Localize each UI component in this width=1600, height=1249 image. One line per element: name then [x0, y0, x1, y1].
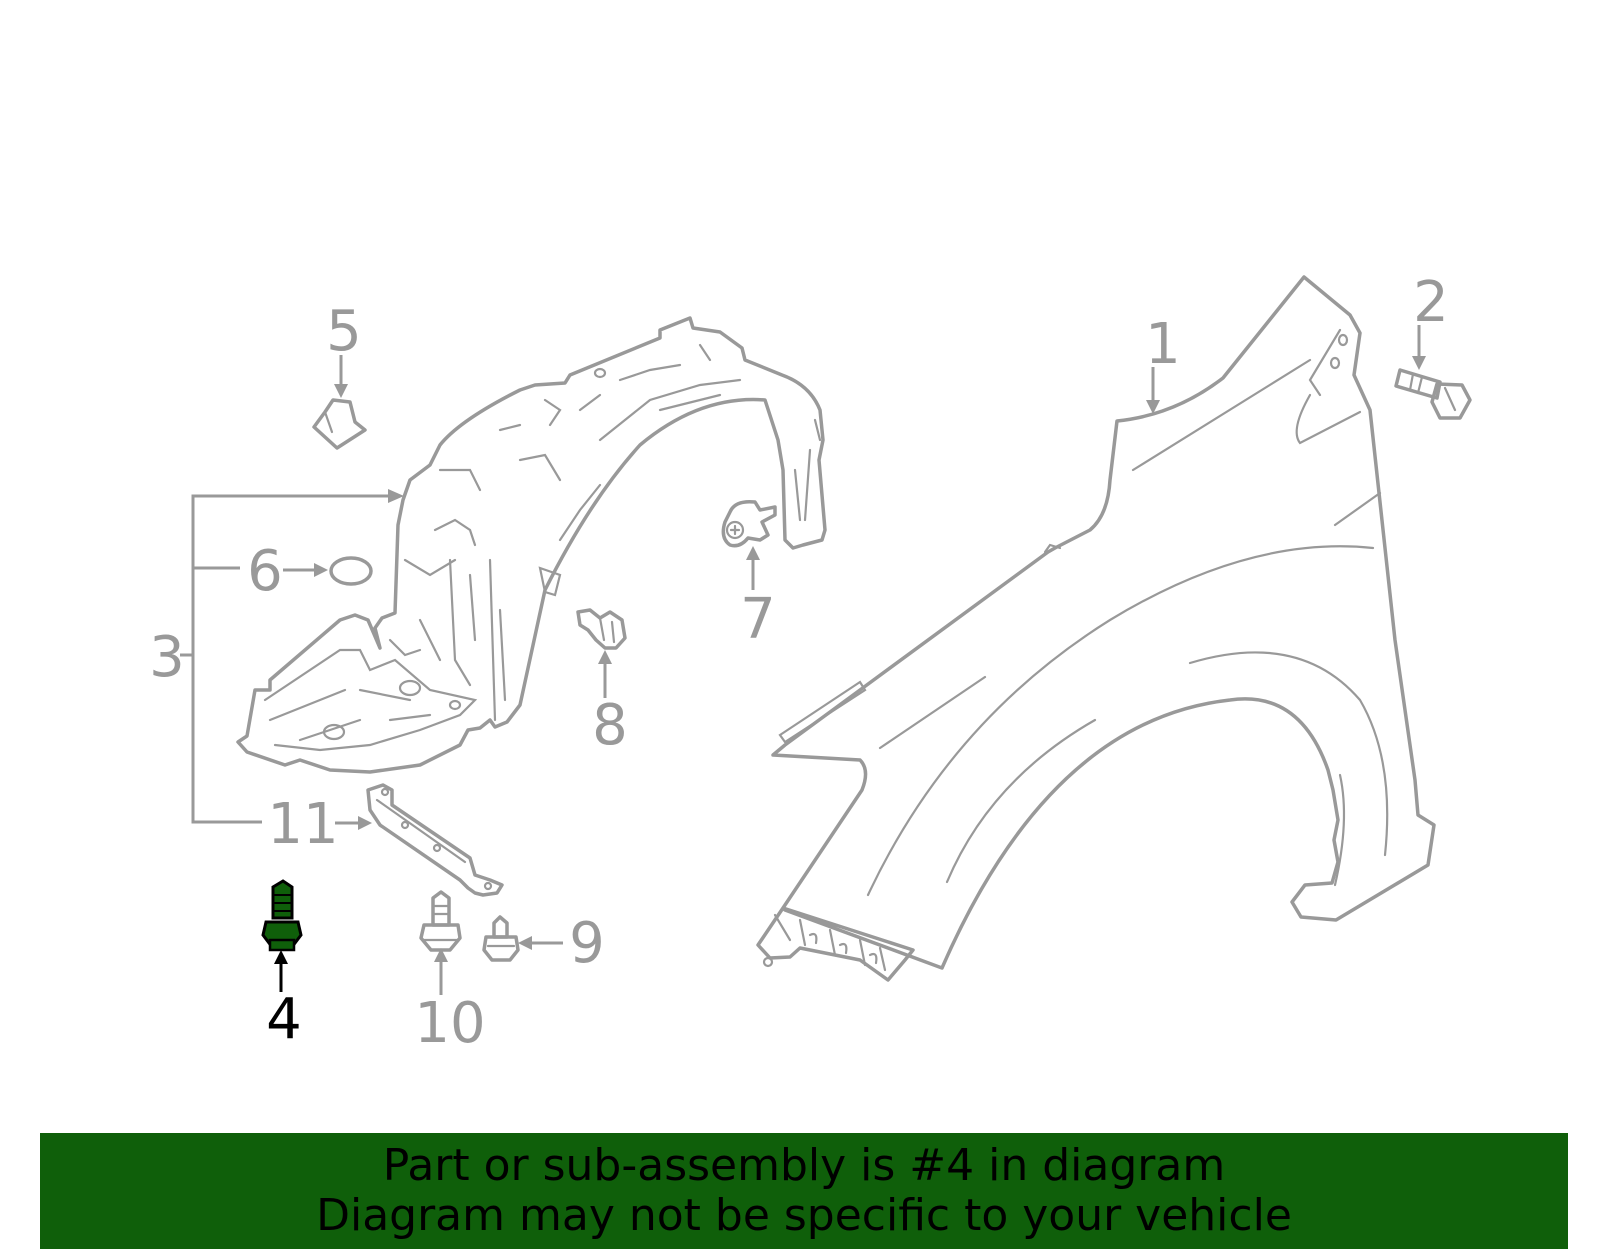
clip-part-5[interactable] [312, 398, 367, 450]
bolt-part-2[interactable] [1394, 368, 1472, 420]
callout-9: 9 [569, 911, 605, 976]
callout-4: 4 [266, 987, 302, 1052]
grommet-part-6[interactable] [329, 556, 373, 586]
callout-6: 6 [247, 539, 283, 604]
leader-9 [518, 936, 563, 950]
callout-3: 3 [149, 625, 185, 690]
leader-4 [274, 950, 288, 992]
leader-11 [335, 816, 372, 830]
leader-8 [598, 650, 612, 698]
fender-liner-part-3[interactable] [236, 316, 827, 774]
bolt-part-10[interactable] [419, 890, 462, 952]
leader-10 [434, 948, 448, 995]
clip-part-7[interactable] [721, 499, 777, 548]
nut-part-8[interactable] [576, 608, 627, 650]
bracket-part-11[interactable] [366, 783, 504, 897]
bolt-part-9[interactable] [482, 915, 520, 962]
banner-line-2: Diagram may not be specific to your vehi… [316, 1190, 1292, 1241]
callout-2: 2 [1413, 270, 1449, 335]
callout-1: 1 [1145, 312, 1181, 377]
screw-part-4-highlighted[interactable] [261, 879, 303, 952]
leader-7 [746, 546, 760, 590]
callout-7: 7 [740, 587, 776, 652]
leader-5 [334, 355, 348, 398]
callout-11: 11 [267, 792, 338, 857]
callout-8: 8 [592, 693, 628, 758]
banner-line-1: Part or sub-assembly is #4 in diagram [382, 1140, 1226, 1191]
leader-2 [1412, 325, 1426, 370]
info-banner: Part or sub-assembly is #4 in diagram Di… [40, 1133, 1568, 1249]
leader-6 [283, 563, 328, 577]
bracket-leader-3 [180, 489, 404, 824]
callout-5: 5 [326, 299, 362, 364]
leader-1 [1146, 367, 1160, 414]
fender-part-1[interactable] [756, 275, 1436, 982]
callout-10: 10 [414, 991, 485, 1056]
